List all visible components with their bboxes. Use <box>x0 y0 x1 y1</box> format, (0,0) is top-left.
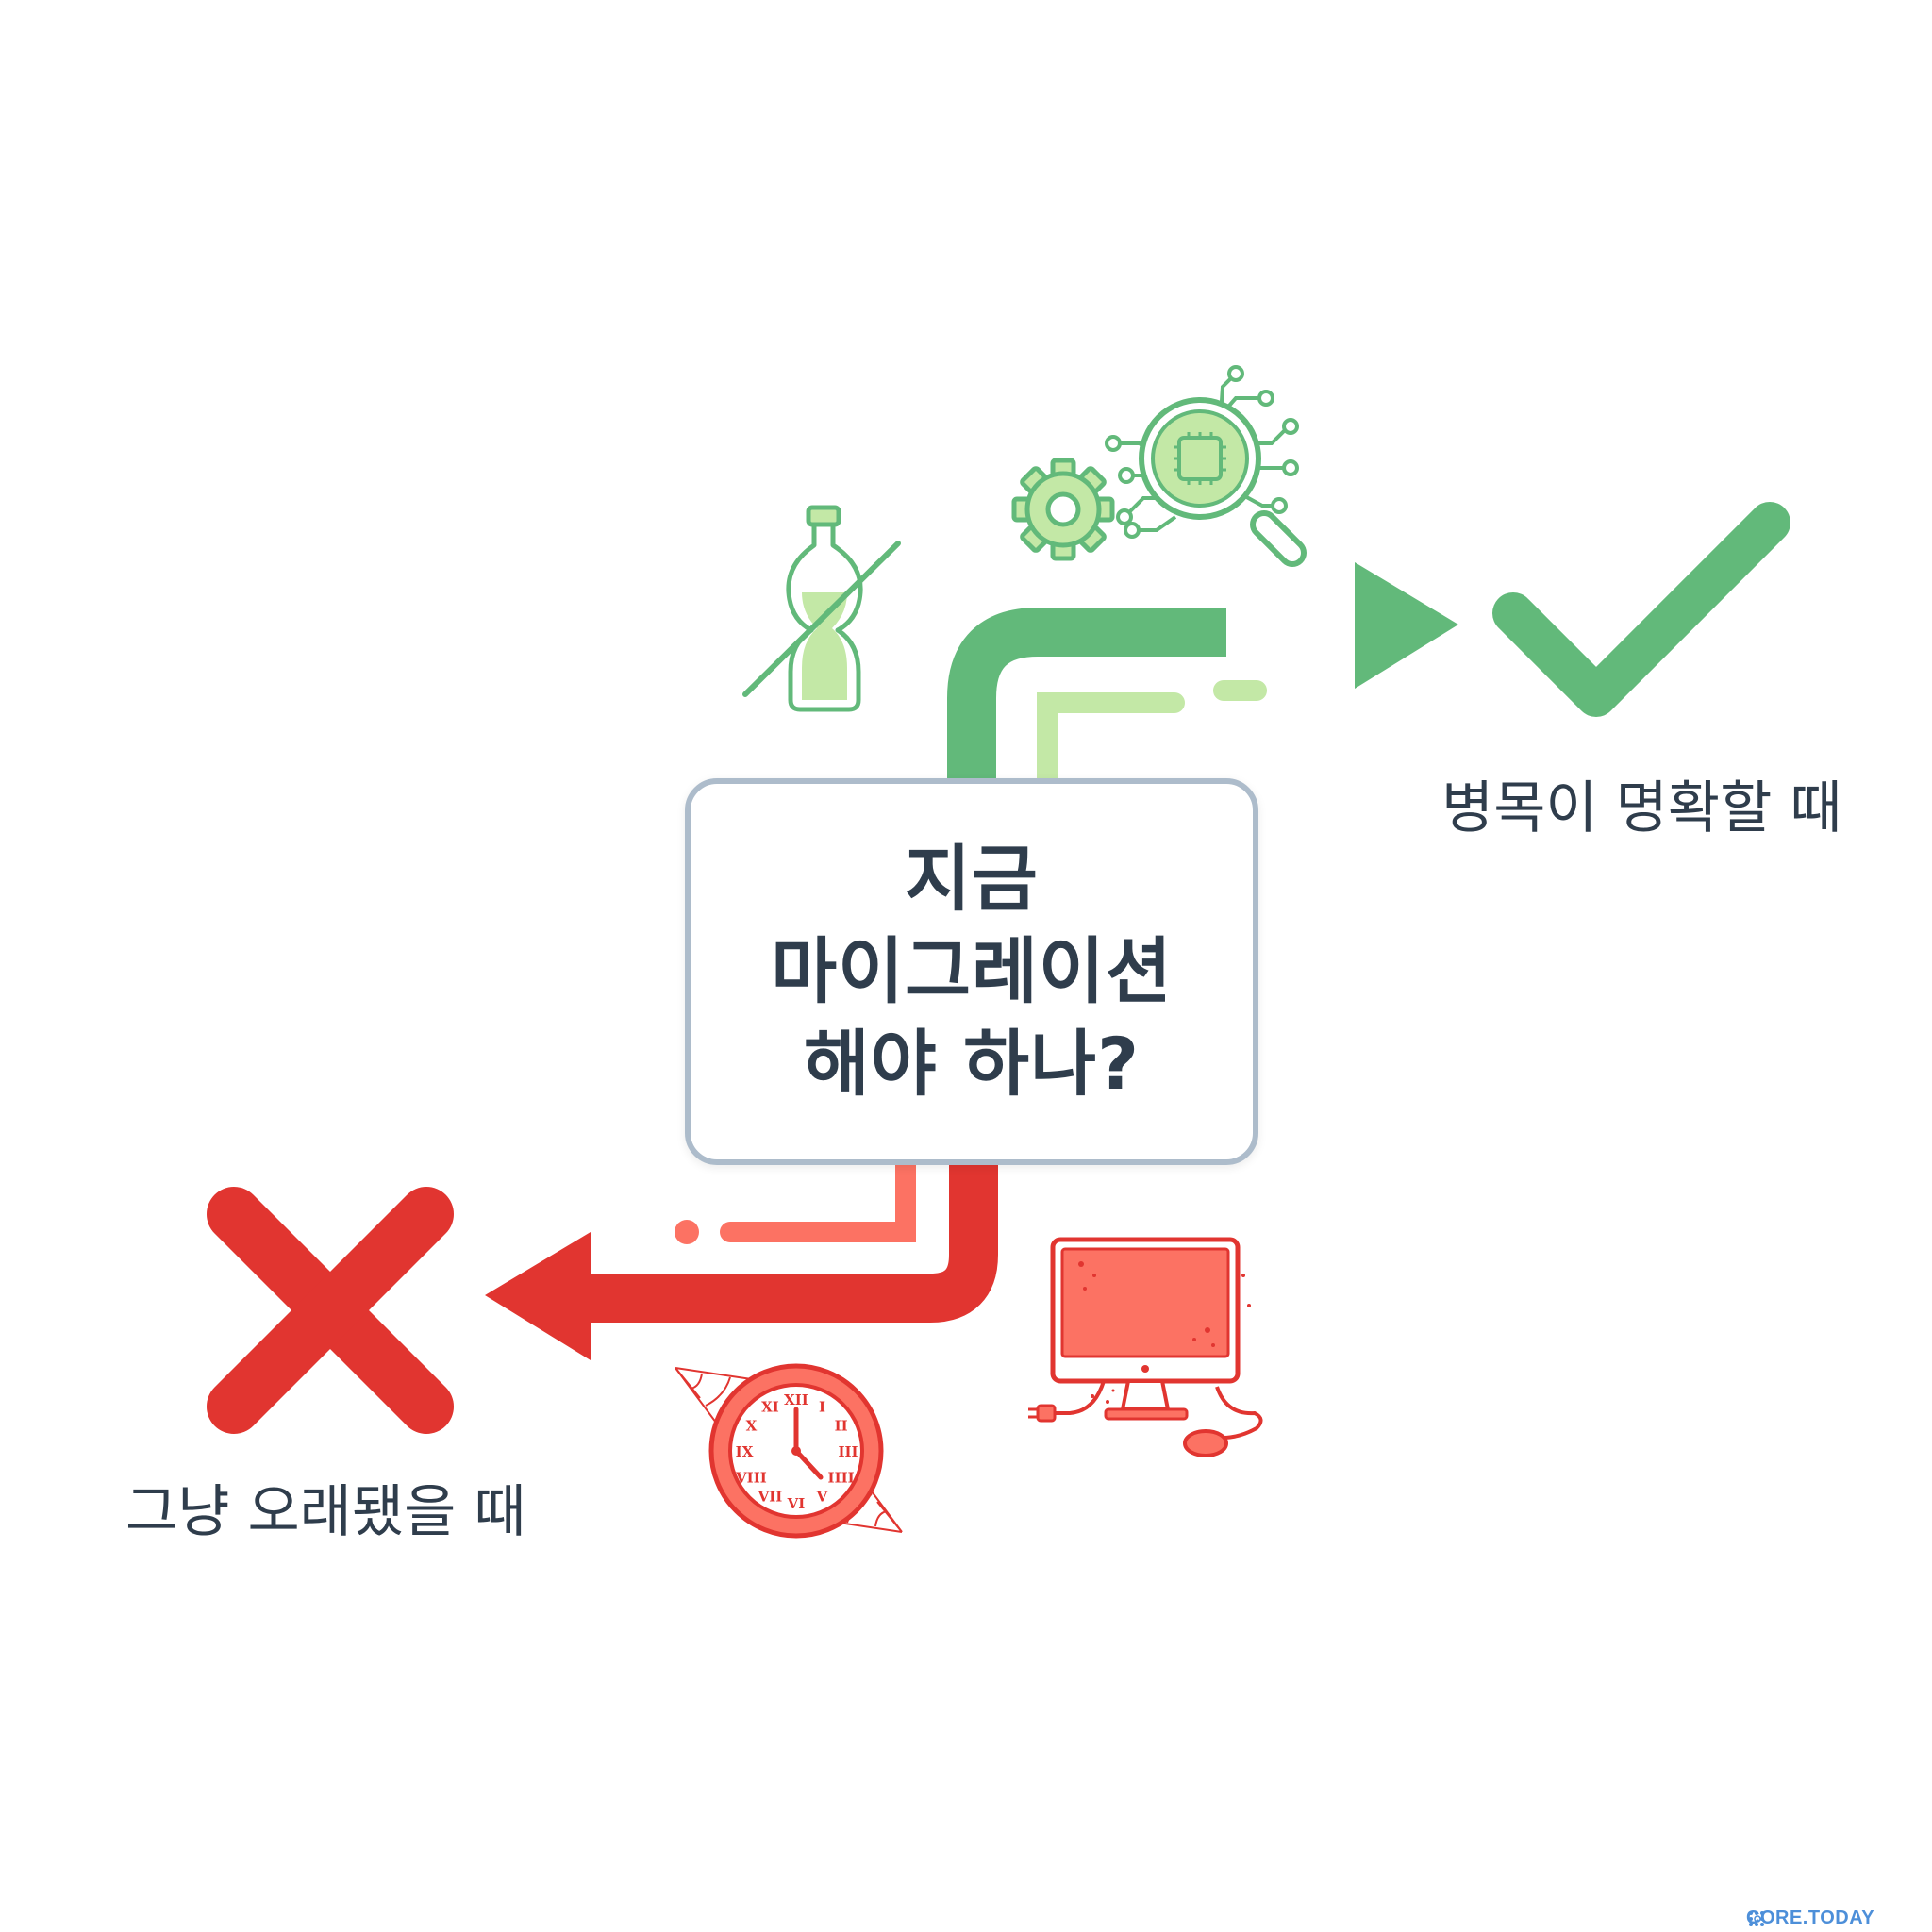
decision-question-box: 지금 마이그레이션 해야 하나? <box>685 778 1258 1165</box>
old-computer-icon <box>1028 1237 1263 1457</box>
yes-path <box>947 562 1458 803</box>
cross-icon <box>207 1187 454 1434</box>
clock-numeral: VIII <box>735 1470 767 1487</box>
brand-logo-icon <box>1749 1911 1764 1926</box>
clock-numeral: XI <box>761 1398 779 1415</box>
clock-numeral: V <box>816 1489 828 1506</box>
clock-numeral: IIII <box>828 1470 855 1487</box>
chip-magnifier-icon <box>1105 365 1307 567</box>
clock-numeral: IX <box>736 1443 754 1460</box>
yes-outcome-label: 병목이 명확할 때 <box>1441 775 1842 841</box>
bottle-crossed-icon <box>742 505 901 712</box>
yes-path-highlight <box>1037 692 1185 803</box>
question-line-3: 해야 하나? <box>803 1022 1141 1106</box>
question-line-2: 마이그레이션 <box>771 929 1173 1013</box>
clock-numeral: I <box>819 1398 825 1415</box>
no-outcome-label: 그냥 오래됐을 때 <box>125 1479 526 1545</box>
clock-numeral: X <box>746 1418 758 1435</box>
clock-numeral: II <box>835 1418 848 1435</box>
clock-numeral: XII <box>784 1391 808 1408</box>
checkmark-icon <box>1492 502 1790 717</box>
clock-numeral: VI <box>787 1495 806 1512</box>
no-path <box>485 1155 998 1360</box>
brand-watermark: CORE.TODAY <box>1746 1907 1874 1928</box>
question-line-1: 지금 <box>905 837 1039 921</box>
clock-numeral: III <box>838 1443 858 1460</box>
no-path-highlight <box>720 1155 916 1242</box>
gear-icon <box>1011 458 1115 561</box>
brand-name: CORE.TODAY <box>1746 1907 1875 1928</box>
clock-numeral: VII <box>758 1489 783 1506</box>
